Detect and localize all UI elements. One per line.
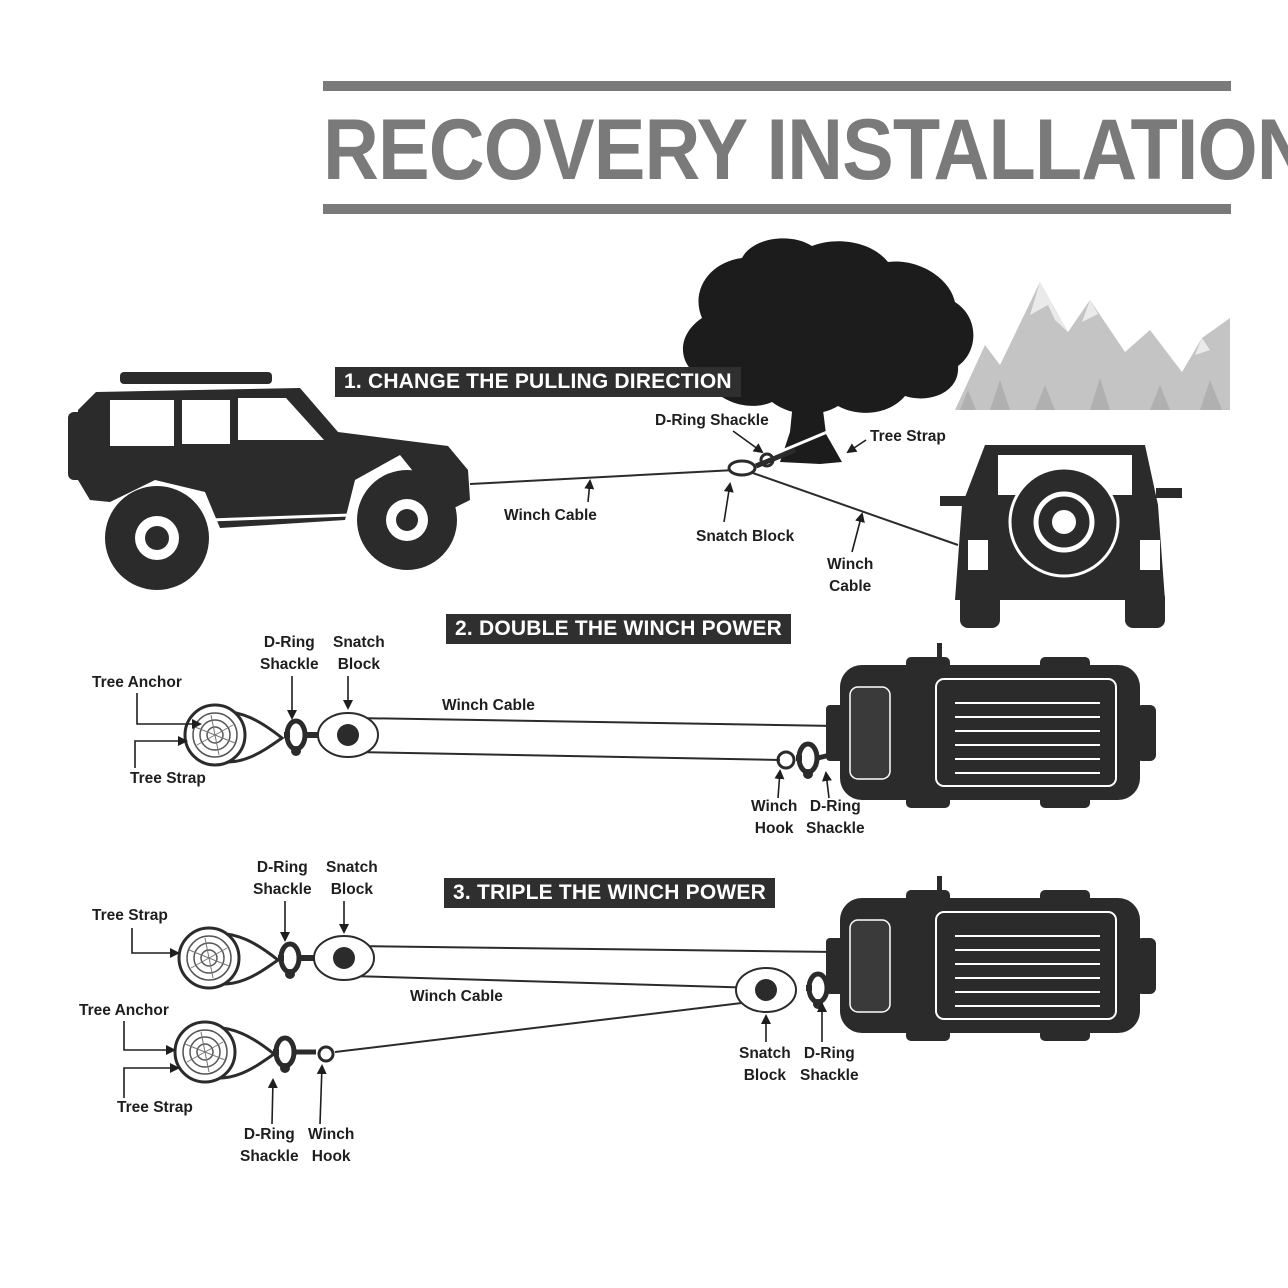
label-snatch-block: Snatch Block (326, 859, 378, 898)
shackle-icon (806, 974, 827, 1009)
mountains-icon (955, 282, 1230, 410)
label-tree-anchor: Tree Anchor (92, 674, 182, 691)
tree-trunk-icon (177, 926, 241, 990)
label-tree-anchor: Tree Anchor (79, 1002, 169, 1019)
section3-arrows (123, 901, 827, 1125)
section2-heading: 2. DOUBLE THE WINCH POWER (446, 614, 792, 644)
section2-arrows (134, 676, 832, 799)
section3-rigging (173, 875, 1157, 1084)
shackle-icon (284, 721, 305, 756)
section1-arrows (584, 430, 867, 553)
shackle-icon (796, 744, 817, 779)
tree-trunk-icon (183, 703, 247, 767)
label-d-ring-shackle: D-Ring Shackle (260, 634, 319, 673)
label-tree-strap: Tree Strap (870, 428, 946, 445)
label-winch-hook: Winch Hook (308, 1126, 355, 1165)
shackle-icon (759, 452, 775, 468)
title-rule-bottom (323, 204, 1231, 214)
label-d-ring-shackle: D-Ring Shackle (806, 798, 865, 837)
label-winch-cable: Winch Cable (504, 507, 597, 524)
tree-trunk-icon (173, 1020, 237, 1084)
label-d-ring-shackle: D-Ring Shackle (800, 1045, 859, 1084)
label-d-ring-shackle: D-Ring Shackle (240, 1126, 299, 1165)
title-rule-top (323, 81, 1231, 91)
label-snatch-block: Snatch Block (739, 1045, 791, 1084)
jeep-side-icon (68, 372, 470, 590)
snatch-block-icon (317, 712, 379, 758)
jeep-rear-icon (940, 445, 1182, 628)
section1-cables (469, 447, 959, 546)
snatch-block-icon (313, 935, 375, 981)
label-snatch-block: Snatch Block (696, 528, 795, 545)
winch-hook-icon (776, 750, 796, 770)
label-snatch-block: Snatch Block (333, 634, 385, 673)
main-title: RECOVERY INSTALLATION (323, 102, 1288, 198)
truck-top-icon (825, 642, 1157, 809)
tree-icon (682, 238, 974, 464)
label-tree-strap: Tree Strap (92, 907, 168, 924)
label-winch-hook: Winch Hook (751, 798, 798, 837)
label-tree-strap: Tree Strap (117, 1099, 193, 1116)
label-d-ring-shackle: D-Ring Shackle (655, 412, 769, 429)
shackle-icon (273, 1038, 294, 1073)
label-d-ring-shackle: D-Ring Shackle (253, 859, 312, 898)
winch-hook-icon (317, 1045, 335, 1063)
truck-top-icon (825, 875, 1157, 1042)
section3-heading: 3. TRIPLE THE WINCH POWER (444, 878, 776, 908)
label-winch-cable: Winch Cable (442, 697, 535, 714)
label-winch-cable: Winch Cable (410, 988, 503, 1005)
section2-rigging (183, 642, 1157, 809)
label-winch-cable: Winch Cable (827, 556, 874, 595)
snatch-block-icon (735, 967, 797, 1013)
shackle-icon (278, 944, 299, 979)
section1-heading: 1. CHANGE THE PULLING DIRECTION (335, 367, 741, 397)
snatch-block-icon (727, 459, 757, 477)
label-tree-strap: Tree Strap (130, 770, 206, 787)
